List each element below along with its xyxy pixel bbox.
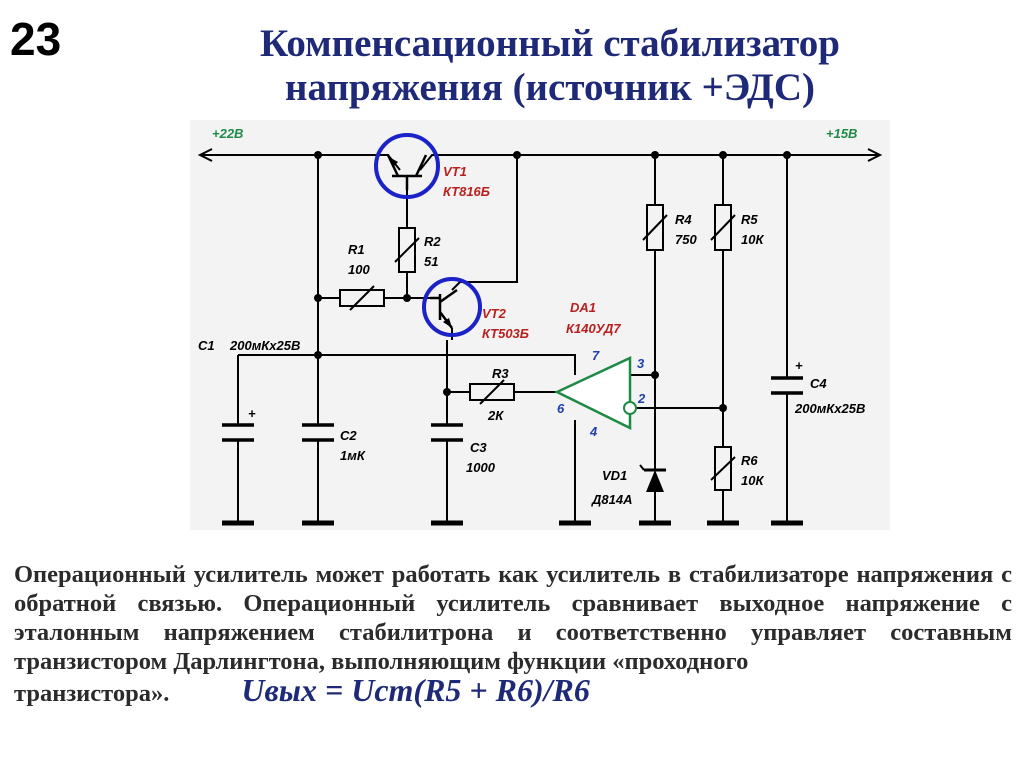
r2-value: 51 xyxy=(424,254,438,269)
description-paragraph: Операционный усилитель может работать ка… xyxy=(14,560,1012,708)
c4-plus-sign: + xyxy=(795,358,803,373)
resistor-r4 xyxy=(642,204,668,251)
vd1-value: Д814А xyxy=(591,492,632,507)
r1-ref: R1 xyxy=(348,242,365,257)
junction-dot xyxy=(403,294,411,302)
wire-output-rail xyxy=(419,154,880,171)
junction-dot xyxy=(314,151,322,159)
opamp-da1 xyxy=(554,356,637,431)
opamp-pin-4: 4 xyxy=(589,424,598,439)
junction-dot xyxy=(314,294,322,302)
r3-ref: R3 xyxy=(492,366,509,381)
r6-ref: R6 xyxy=(741,453,758,468)
da1-ref: DA1 xyxy=(570,300,596,315)
description-last-word: транзистора». xyxy=(14,680,170,707)
r5-ref: R5 xyxy=(741,212,758,227)
c4-ref: C4 xyxy=(810,376,827,391)
r6-value: 10К xyxy=(741,473,764,488)
vd1-ref: VD1 xyxy=(602,468,627,483)
resistor-r2 xyxy=(394,227,420,273)
vt2-highlight-circle xyxy=(422,277,482,337)
input-arrow xyxy=(197,148,213,162)
title-line-1: Компенсационный стабилизатор xyxy=(259,22,840,65)
junction-dot xyxy=(719,151,727,159)
wire-c1-row xyxy=(238,354,576,375)
opamp-pin-3: 3 xyxy=(637,356,645,371)
voltage-formula: Uвых = Uст(R5 + R6)/R6 xyxy=(241,672,590,708)
wire-vt2-collector xyxy=(451,155,518,291)
c4-value: 200мКх25В xyxy=(794,401,865,416)
junction-dot xyxy=(719,404,727,412)
opamp-pin-2: 2 xyxy=(637,391,646,406)
c3-ref: C3 xyxy=(470,440,487,455)
description-last-line: транзистора». Uвых = Uст(R5 + R6)/R6 xyxy=(14,672,1012,708)
zener-vd1 xyxy=(639,464,666,492)
resistor-r5 xyxy=(710,204,736,251)
capacitor-c1 xyxy=(222,423,254,442)
c1-value: 200мКх25В xyxy=(229,338,300,353)
output-voltage-label: +15В xyxy=(826,126,857,141)
vt2-ref: VT2 xyxy=(482,306,507,321)
r5-value: 10К xyxy=(741,232,764,247)
c1-ref: C1 xyxy=(198,338,215,353)
description-text: Операционный усилитель может работать ка… xyxy=(14,561,1012,675)
resistor-r6 xyxy=(710,446,736,491)
junction-dot xyxy=(513,151,521,159)
capacitor-c2 xyxy=(302,423,334,442)
vt1-highlight-circle xyxy=(374,133,440,199)
junction-dot xyxy=(443,388,451,396)
vt1-ref: VT1 xyxy=(443,164,467,179)
c2-ref: C2 xyxy=(340,428,357,443)
circuit-schematic: + + xyxy=(190,120,890,530)
junctions xyxy=(314,151,791,412)
c2-value: 1мК xyxy=(340,448,366,463)
opamp-pin-7: 7 xyxy=(592,348,600,363)
c1-plus-sign: + xyxy=(248,406,256,421)
wires xyxy=(197,148,883,523)
input-voltage-label: +22В xyxy=(212,126,243,141)
transistor-vt2 xyxy=(422,277,482,337)
output-arrow xyxy=(867,148,883,162)
slide-number: 23 xyxy=(10,13,62,65)
junction-dot xyxy=(651,371,659,379)
r1-value: 100 xyxy=(348,262,370,277)
junction-dot xyxy=(314,351,322,359)
junction-dot xyxy=(783,151,791,159)
capacitor-c4 xyxy=(771,376,803,395)
r3-value: 2К xyxy=(487,408,504,423)
title-line-2: напряжения (источник +ЭДС) xyxy=(284,66,816,109)
r4-value: 750 xyxy=(675,232,697,247)
r2-ref: R2 xyxy=(424,234,441,249)
r4-ref: R4 xyxy=(675,212,692,227)
transistor-vt1 xyxy=(374,133,440,199)
opamp-pin-6: 6 xyxy=(557,401,565,416)
schematic-background xyxy=(190,120,890,530)
capacitor-c3 xyxy=(431,423,463,442)
junction-dot xyxy=(651,151,659,159)
c3-value: 1000 xyxy=(466,460,496,475)
resistor-r3 xyxy=(469,379,515,405)
vt2-value: КТ503Б xyxy=(482,326,529,341)
da1-value: К140УД7 xyxy=(566,321,621,336)
vt1-value: КТ816Б xyxy=(443,184,490,199)
slide-title: Компенсационный стабилизатор напряжения … xyxy=(150,22,950,110)
resistor-r1 xyxy=(339,285,385,311)
